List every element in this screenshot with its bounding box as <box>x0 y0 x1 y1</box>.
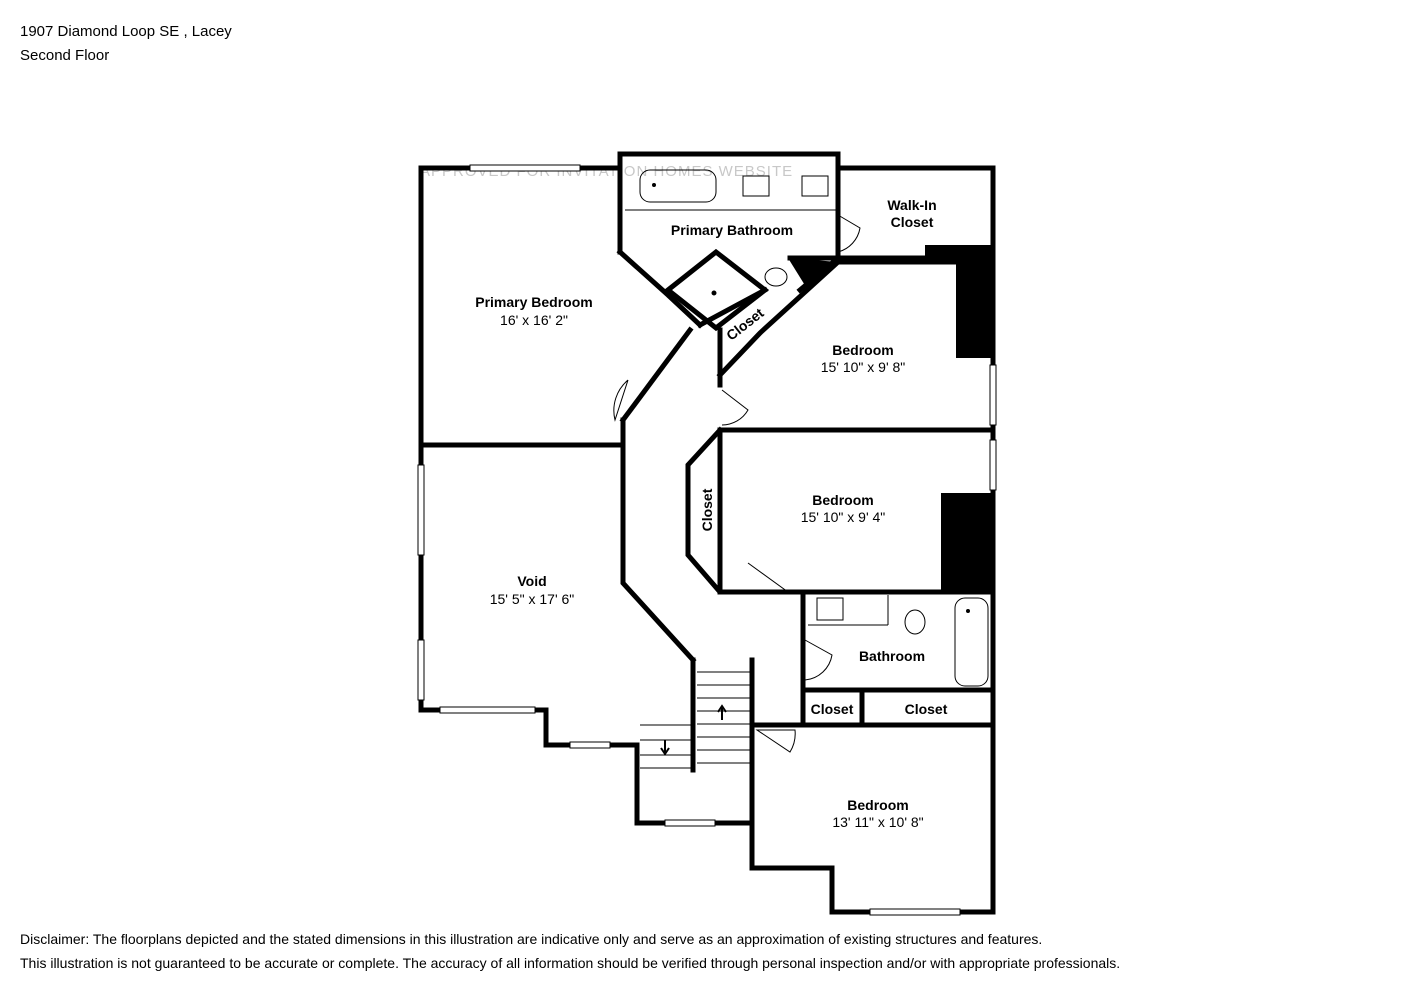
fixtures <box>625 169 989 687</box>
disclaimer-line-1: Disclaimer: The floorplans depicted and … <box>20 931 1043 947</box>
bathroom-label: Bathroom <box>859 648 925 664</box>
closet-label: Closet <box>811 701 854 717</box>
toilet-icon <box>764 267 788 287</box>
staircase <box>640 671 750 769</box>
floor-title: Second Floor <box>20 47 110 64</box>
bathtub-icon <box>954 597 989 687</box>
bathtub-icon <box>639 169 717 203</box>
primary-bathroom-label: Primary Bathroom <box>671 222 793 238</box>
bedroom-dims: 15' 10" x 9' 4" <box>801 509 886 525</box>
doors <box>613 214 861 753</box>
sink-icon <box>801 175 829 197</box>
walk-in-closet-label-2: Closet <box>891 214 934 230</box>
bedroom-label: Bedroom <box>812 492 873 508</box>
shower-drain-icon <box>711 290 717 296</box>
address-title: 1907 Diamond Loop SE , Lacey <box>20 23 232 40</box>
disclaimer-line-2: This illustration is not guaranteed to b… <box>20 955 1121 971</box>
void-label: Void <box>517 573 546 589</box>
stair-up-arrow-icon <box>717 704 727 720</box>
windows <box>417 164 997 916</box>
primary-bedroom-label: Primary Bedroom <box>475 294 592 310</box>
bedroom-label: Bedroom <box>832 342 893 358</box>
primary-bedroom-dims: 16' x 16' 2" <box>500 312 568 328</box>
sink-icon <box>816 597 844 621</box>
closet-label: Closet <box>699 488 715 531</box>
bedroom-label: Bedroom <box>847 797 908 813</box>
stair-down-arrow-icon <box>660 740 670 756</box>
bedroom-dims: 15' 10" x 9' 8" <box>821 359 906 375</box>
walk-in-closet-label-1: Walk-In <box>887 197 936 213</box>
sink-icon <box>742 175 770 197</box>
void-dims: 15' 5" x 17' 6" <box>490 591 575 607</box>
wall-fills <box>788 245 993 592</box>
closet-label: Closet <box>905 701 948 717</box>
bedroom-dims: 13' 11" x 10' 8" <box>832 814 923 830</box>
toilet-icon <box>904 609 926 635</box>
